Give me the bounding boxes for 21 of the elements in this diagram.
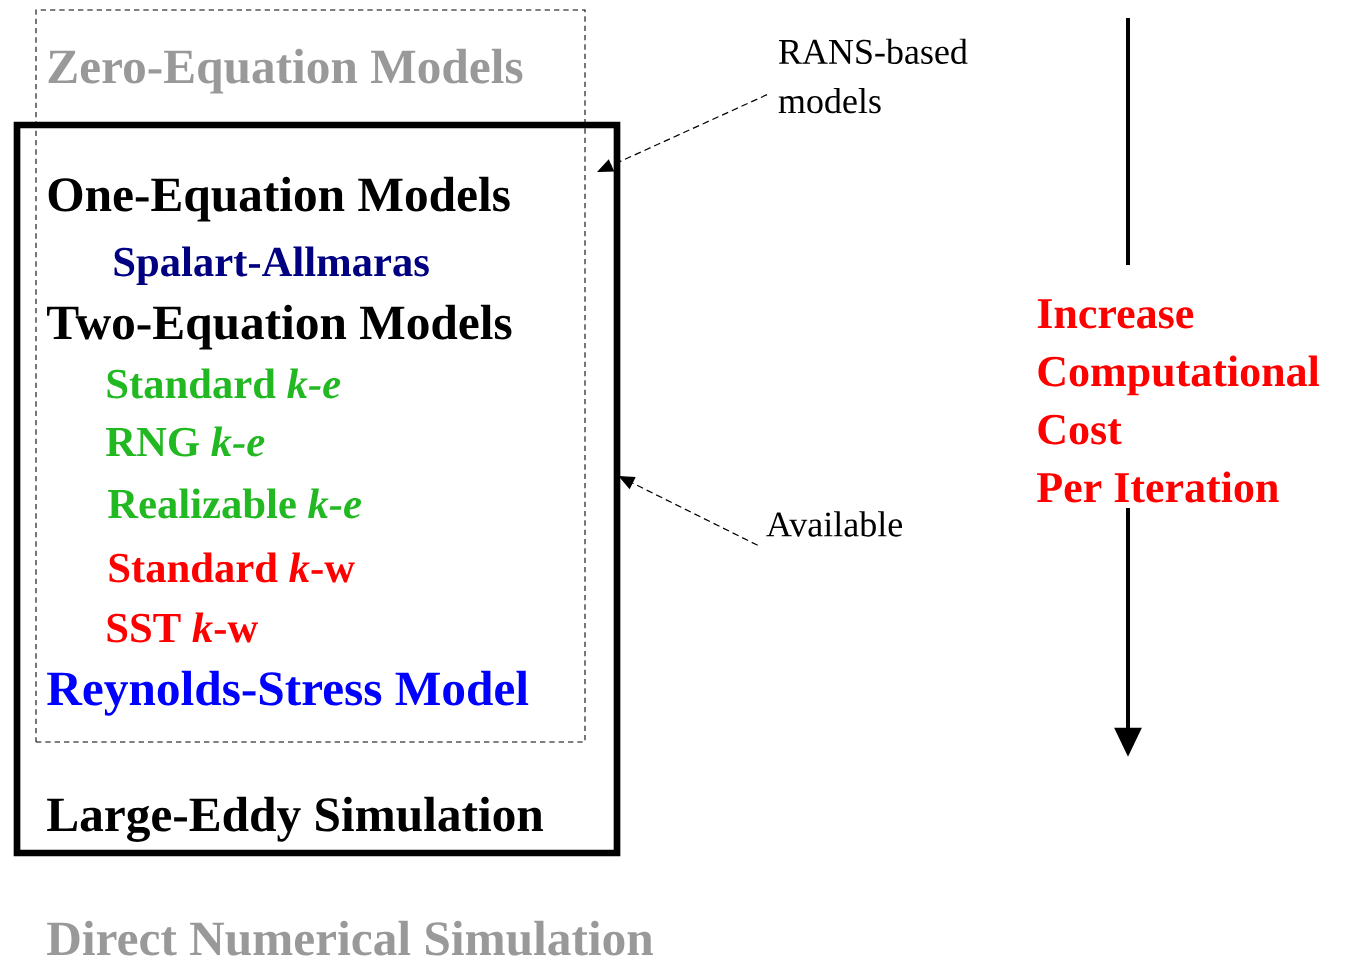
leader-arrow <box>597 94 768 172</box>
note-text: Available <box>766 511 902 537</box>
model-name: Standard k-w <box>109 552 355 583</box>
dashed-frame <box>35 9 586 743</box>
model-name: Realizable k-e <box>108 488 362 519</box>
model-name: Standard k-e <box>107 368 341 399</box>
model-heading: Large-Eddy Simulation <box>47 796 544 842</box>
cost-label: Increase <box>1037 299 1194 329</box>
model-name: SST k-w <box>107 612 258 643</box>
cost-label: Computational <box>1038 355 1320 396</box>
model-heading: Zero-Equation Models <box>48 48 523 94</box>
note-text: RANS-based models <box>778 38 968 114</box>
cost-label: Cost <box>1038 414 1122 445</box>
thick-frame <box>13 121 621 857</box>
model-heading: Reynolds-Stress Model <box>47 670 529 716</box>
model-heading: Direct Numerical Simulation <box>47 920 653 956</box>
model-name: RNG k-e <box>106 426 265 457</box>
model-heading: Two-Equation Models <box>47 304 512 350</box>
cost-label: Per Iteration <box>1037 471 1279 503</box>
model-name: Spalart-Allmaras <box>114 246 429 286</box>
model-heading: One-Equation Models <box>48 176 510 222</box>
